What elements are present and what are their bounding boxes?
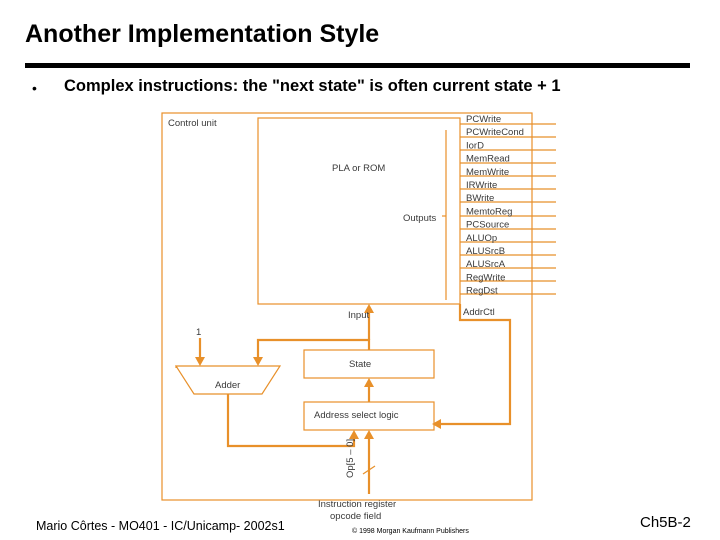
control-signal-alusrca: ALUSrcA xyxy=(466,259,506,270)
control-signal-irwrite: IRWrite xyxy=(466,180,497,191)
control-signal-regdst: RegDst xyxy=(466,286,498,297)
control-signal-memwrite: MemWrite xyxy=(466,167,509,178)
control-signal-aluop: ALUOp xyxy=(466,233,497,244)
control-unit-frame xyxy=(161,112,533,501)
one-label: 1 xyxy=(196,327,201,338)
pla-rom-label: PLA or ROM xyxy=(332,163,385,174)
title-divider xyxy=(25,63,690,68)
addrctl-wire xyxy=(440,304,512,426)
address-select-label: Address select logic xyxy=(314,410,399,421)
control-signal-alusrcb: ALUSrcB xyxy=(466,246,505,257)
control-signal-pcwritecond: PCWriteCond xyxy=(466,127,524,138)
control-signal-pcwrite: PCWrite xyxy=(466,114,501,125)
outputs-label: Outputs xyxy=(403,213,437,224)
control-unit-label: Control unit xyxy=(168,118,217,129)
ir-label-line2: opcode field xyxy=(330,511,381,522)
footer-course: Mario Côrtes - MO401 - IC/Unicamp- 2002s… xyxy=(36,519,285,533)
adder-shape xyxy=(174,365,282,395)
state-output-wire xyxy=(256,338,371,358)
control-signal-pcsource: PCSource xyxy=(466,220,509,231)
slide-number: Ch5B-2 xyxy=(640,514,691,531)
control-signal-bwrite: BWrite xyxy=(466,193,494,204)
pla-rom-box xyxy=(257,117,461,305)
state-label: State xyxy=(349,359,371,370)
ir-label-line1: Instruction register xyxy=(318,499,396,510)
control-signal-regwrite: RegWrite xyxy=(466,272,505,283)
bullet-marker: • xyxy=(32,80,37,96)
bullet-text: Complex instructions: the "next state" i… xyxy=(64,77,561,95)
output-wires xyxy=(460,123,556,295)
control-signal-memtoreg: MemtoReg xyxy=(466,206,512,217)
op-field-label: Op[5 – 0] xyxy=(345,439,356,478)
adder-label: Adder xyxy=(215,380,240,391)
input-label: Input xyxy=(348,310,369,321)
addrctl-label: AddrCtl xyxy=(463,307,495,318)
footer-copyright: © 1998 Morgan Kaufmann Publishers xyxy=(352,528,469,535)
adder-output-wire xyxy=(226,394,356,448)
control-signal-memread: MemRead xyxy=(466,154,510,165)
slide-title: Another Implementation Style xyxy=(25,20,380,48)
control-signal-iord: IorD xyxy=(466,140,484,151)
